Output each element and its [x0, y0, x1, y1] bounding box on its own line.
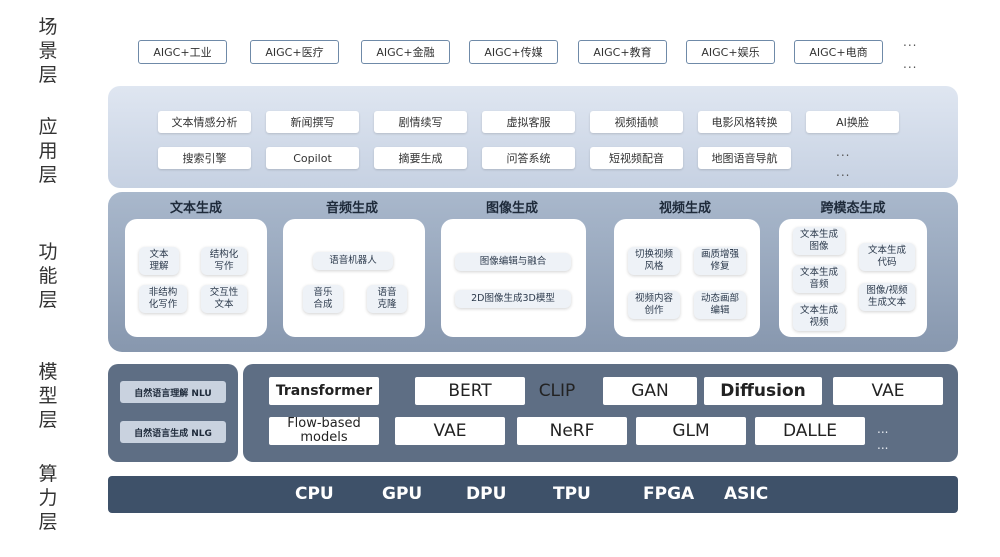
func-sub: 2D图像生成3D模型 [455, 290, 571, 308]
func-sub: 图像编辑与融合 [455, 253, 571, 271]
func-box-cross: 文本生成 图像 文本生成 代码 文本生成 音频 图像/视频 生成文本 文本生成 … [779, 219, 927, 337]
scene-more: ... [903, 57, 918, 71]
app-item: 虚拟客服 [482, 111, 575, 133]
scene-item: AIGC+教育 [578, 40, 667, 64]
function-layer: 文本生成 文本 理解 结构化 写作 非结构 化写作 交互性 文本 音频生成 语音… [108, 192, 958, 352]
scene-more: ... [903, 35, 918, 49]
label-char: 型 [38, 385, 58, 407]
nlu-chip: 自然语言理解 NLU [120, 381, 226, 403]
scene-item: AIGC+医疗 [250, 40, 339, 64]
func-sub: 切换视频 风格 [628, 247, 680, 275]
func-sub: 语音 克隆 [367, 285, 407, 313]
compute-item: CPU [295, 484, 334, 504]
func-box-image: 图像编辑与融合 2D图像生成3D模型 [441, 219, 586, 337]
func-sub: 文本生成 音频 [793, 265, 845, 293]
model-item: Flow-based models [269, 417, 379, 445]
func-sub: 交互性 文本 [201, 285, 247, 313]
func-sub: 画质增强 修复 [694, 247, 746, 275]
func-sub: 视频内容 创作 [628, 291, 680, 319]
label-char: 算 [38, 463, 58, 485]
app-item: 文本情感分析 [158, 111, 251, 133]
compute-item: ASIC [724, 484, 769, 504]
compute-item: FPGA [643, 484, 695, 504]
scene-item: AIGC+电商 [794, 40, 883, 64]
func-sub: 音乐 合成 [303, 285, 343, 313]
function-layer-label: 功 能 层 [30, 240, 66, 312]
scene-item: AIGC+工业 [138, 40, 227, 64]
app-item: AI换脸 [806, 111, 899, 133]
model-item: VAE [395, 417, 505, 445]
func-title-image: 图像生成 [485, 201, 538, 216]
model-item: BERT [415, 377, 525, 405]
func-sub: 非结构 化写作 [139, 285, 187, 313]
func-sub: 动态画部 编辑 [694, 291, 746, 319]
app-layer: 文本情感分析 新闻撰写 剧情续写 虚拟客服 视频插帧 电影风格转换 AI换脸 搜… [108, 86, 958, 188]
app-layer-label: 应 用 层 [30, 115, 66, 187]
func-title-text: 文本生成 [169, 201, 222, 216]
func-sub: 图像/视频 生成文本 [859, 283, 915, 311]
compute-layer-label: 算 力 层 [30, 462, 66, 534]
func-box-audio: 语音机器人 音乐 合成 语音 克隆 [283, 219, 425, 337]
scene-item: AIGC+娱乐 [686, 40, 775, 64]
compute-item: GPU [382, 484, 423, 504]
app-item: 摘要生成 [374, 147, 467, 169]
app-more: ... [836, 145, 851, 159]
label-char: 层 [38, 64, 58, 86]
scene-item: AIGC+传媒 [469, 40, 558, 64]
compute-item: DPU [466, 484, 507, 504]
func-title-video: 视频生成 [658, 201, 711, 216]
label-char: 功 [38, 241, 58, 263]
func-sub: 文本生成 代码 [859, 243, 915, 271]
func-sub: 文本生成 视频 [793, 303, 845, 331]
app-item: 问答系统 [482, 147, 575, 169]
func-sub: 文本 理解 [139, 247, 179, 275]
app-item: 视频插帧 [590, 111, 683, 133]
label-char: 力 [38, 487, 58, 509]
func-box-text: 文本 理解 结构化 写作 非结构 化写作 交互性 文本 [125, 219, 267, 337]
model-item: GLM [636, 417, 746, 445]
func-sub: 文本生成 图像 [793, 227, 845, 255]
model-item: GAN [603, 377, 697, 405]
label-char: 用 [38, 140, 58, 162]
model-more: ... [877, 438, 889, 452]
func-sub: 语音机器人 [313, 252, 393, 270]
label-char: 能 [38, 265, 58, 287]
label-char: 层 [38, 511, 58, 533]
scene-layer-label: 场 景 层 [30, 15, 66, 87]
scene-item: AIGC+金融 [361, 40, 450, 64]
compute-layer: CPU GPU DPU TPU FPGA ASIC [108, 476, 958, 513]
scene-layer: AIGC+工业 AIGC+医疗 AIGC+金融 AIGC+传媒 AIGC+教育 … [107, 28, 957, 78]
model-more: ... [877, 422, 889, 436]
label-char: 模 [38, 361, 58, 383]
model-item: NeRF [517, 417, 627, 445]
label-char: 层 [38, 164, 58, 186]
label-char: 场 [38, 16, 58, 38]
label-char: 层 [38, 289, 58, 311]
app-item: 地图语音导航 [698, 147, 791, 169]
label-char: 层 [38, 409, 58, 431]
func-title-audio: 音频生成 [325, 201, 378, 216]
model-item: Diffusion [704, 377, 822, 405]
compute-item: TPU [553, 484, 591, 504]
model-layer-nl: 自然语言理解 NLU 自然语言生成 NLG [108, 364, 238, 462]
model-item: Transformer [269, 377, 379, 405]
model-layer-label: 模 型 层 [30, 360, 66, 432]
model-item: CLIP [538, 381, 576, 401]
label-char: 应 [38, 116, 58, 138]
app-item: 电影风格转换 [698, 111, 791, 133]
app-more: ... [836, 165, 851, 179]
app-item: 短视频配音 [590, 147, 683, 169]
func-sub: 结构化 写作 [201, 247, 247, 275]
nlg-chip: 自然语言生成 NLG [120, 421, 226, 443]
func-title-cross: 跨模态生成 [820, 201, 886, 216]
app-item: 剧情续写 [374, 111, 467, 133]
label-char: 景 [38, 40, 58, 62]
app-item: 搜索引擎 [158, 147, 251, 169]
app-item: Copilot [266, 147, 359, 169]
model-item: DALLE [755, 417, 865, 445]
model-item: VAE [833, 377, 943, 405]
func-box-video: 切换视频 风格 画质增强 修复 视频内容 创作 动态画部 编辑 [614, 219, 760, 337]
app-item: 新闻撰写 [266, 111, 359, 133]
model-layer-models: Transformer BERT CLIP GAN Diffusion VAE … [243, 364, 958, 462]
